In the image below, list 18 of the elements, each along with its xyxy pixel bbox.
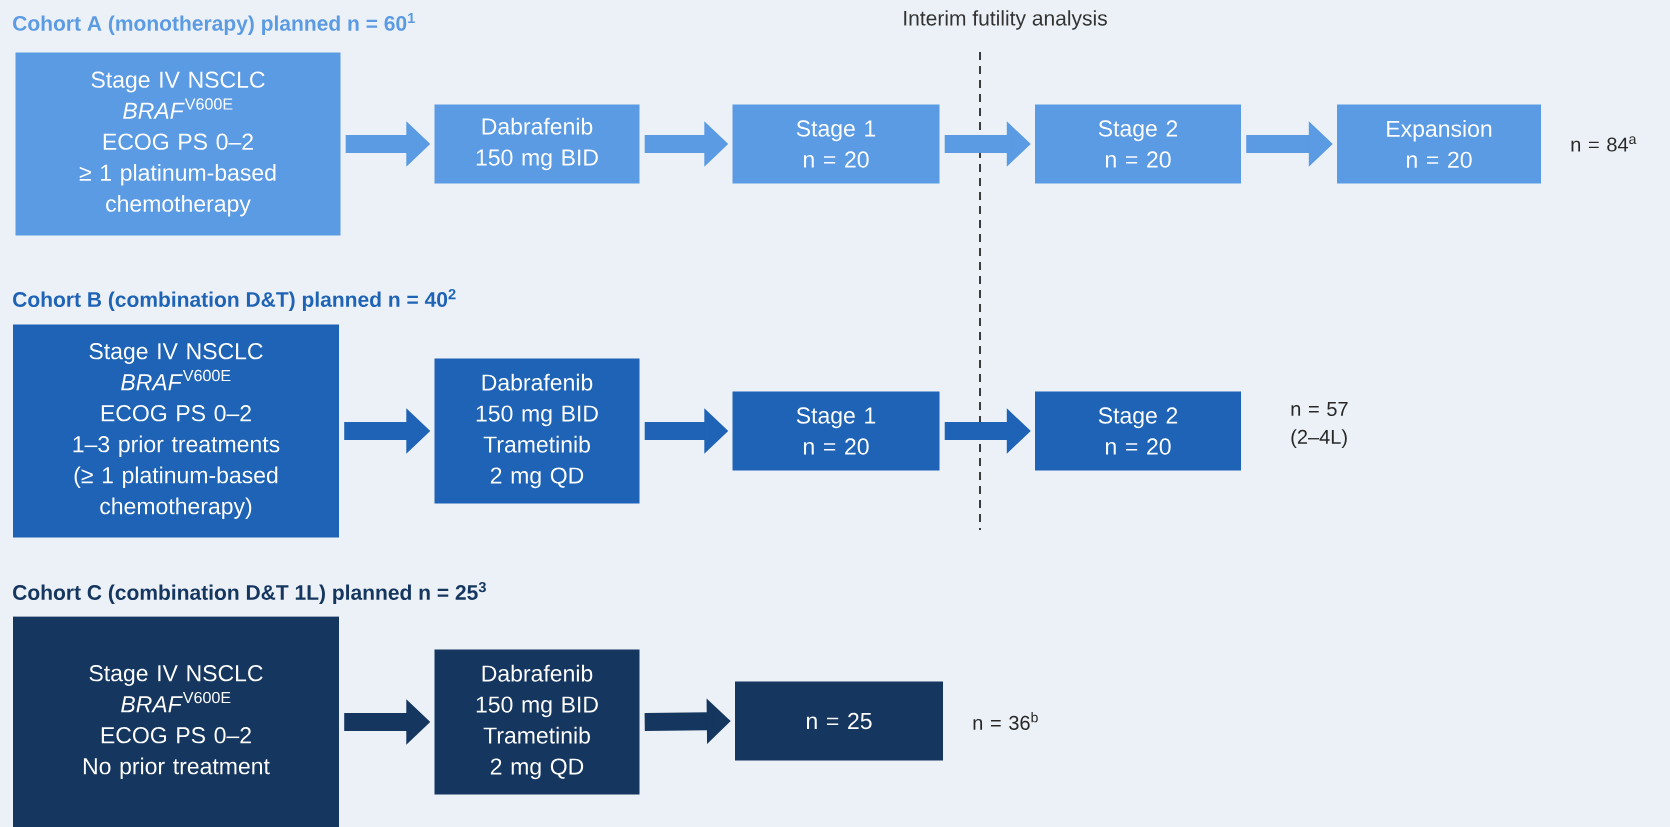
step-box: Expansion n = 20 xyxy=(1337,104,1541,184)
step-box: Dabrafenib 150 mg BID xyxy=(434,104,640,184)
sample-size-label: n = 36$^{b}$ xyxy=(973,712,1038,730)
step-box: Stage 2 n = 20 xyxy=(1035,104,1241,184)
step-box: Dabrafenib 150 mg BID Trametinib 2 mg QD xyxy=(434,358,640,504)
step-box: Dabrafenib 150 mg BID Trametinib 2 mg QD xyxy=(434,649,640,795)
step-box: Stage 1 n = 20 xyxy=(732,391,940,471)
step-box: Stage 2 n = 20 xyxy=(1035,391,1241,471)
sample-size-label: n = 57 (2–4L) xyxy=(1291,402,1348,448)
criteria-box: Stage IV NSCLC BRAF$^{V600E}$ ECOG PS 0–2 1–3 prior treatments (≥ 1 platinum-based chemotherapy) xyxy=(13,324,339,538)
step-box: Stage 1 n = 20 xyxy=(732,104,940,184)
annotation-label: Interim futility analysis xyxy=(904,10,1107,30)
sample-size-label: n = 84$^{a}$ xyxy=(1571,136,1637,152)
step-box: n = 25 xyxy=(735,681,943,761)
cohort-heading: Cohort B (combination D&T) planned n = 40$^{2}$ xyxy=(13,288,456,312)
criteria-box: Stage IV NSCLC BRAF$^{V600E}$ ECOG PS 0–2 No prior treatment xyxy=(13,616,339,827)
cohort-heading: Cohort C (combination D&T 1L) planned n = 25$^{3}$ xyxy=(13,581,486,605)
criteria-box: Stage IV NSCLC BRAF$^{V600E}$ ECOG PS 0–2 ≥ 1 platinum-based chemotherapy xyxy=(15,52,341,236)
